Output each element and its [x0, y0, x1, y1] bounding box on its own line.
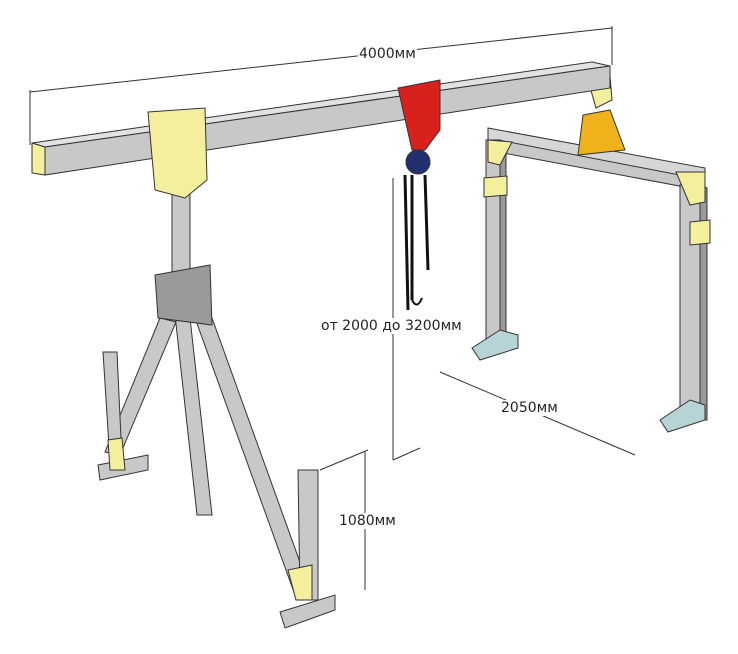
leg-height-label: 1080мм: [338, 513, 397, 529]
beam-length-label: 4000мм: [358, 46, 417, 62]
frame-width-label: 2050мм: [500, 400, 559, 416]
chain-hoist: [397, 79, 441, 311]
left-a-frame: [97, 107, 336, 629]
beam-saddle: [577, 109, 626, 156]
right-frame: [471, 127, 711, 433]
main-beam: [31, 61, 611, 176]
lift-height-label: от 2000 до 3200мм: [320, 318, 463, 334]
